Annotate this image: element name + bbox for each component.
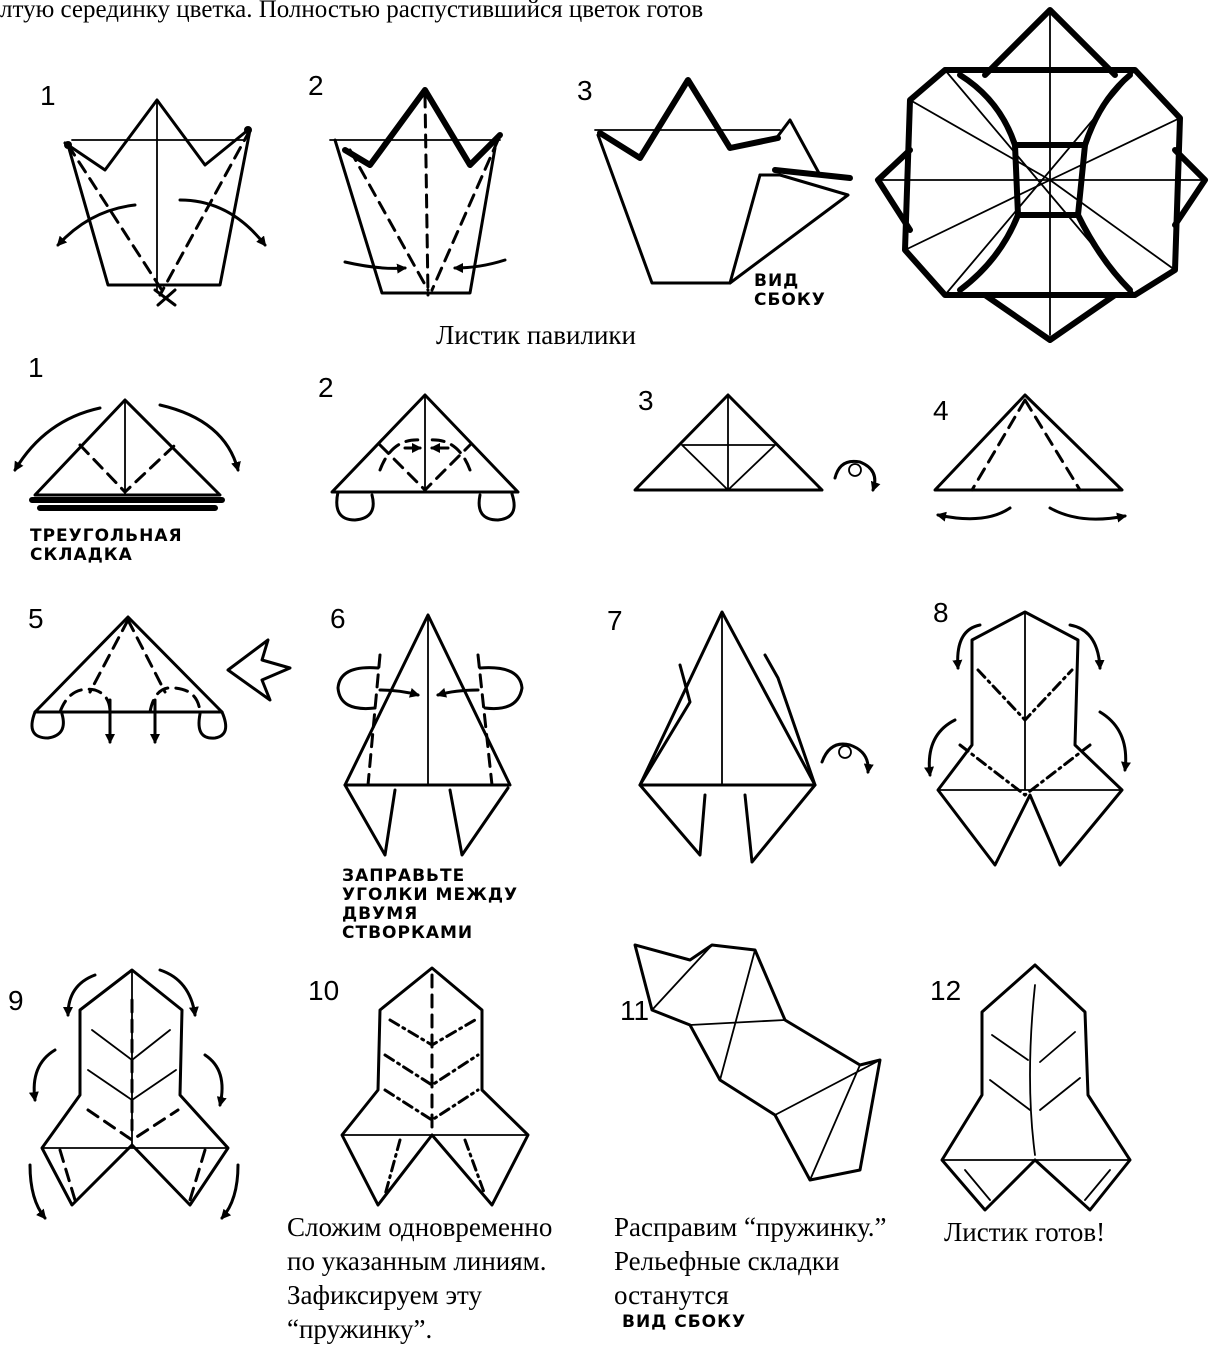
leaf-step-number-11: 11 [620,995,649,1027]
leaf-step-number-5: 5 [28,603,44,635]
leaf-step-number-9: 9 [8,985,24,1017]
caption-fold-line-3: Зафиксируем эту [287,1278,552,1312]
caption-fold-line-1: Сложим одновременно [287,1210,552,1244]
flower-step-number-1: 1 [40,80,56,112]
note-triangle-fold-line-2: СКЛАДКА [30,546,183,565]
leaf-step-5-drawing [32,617,290,742]
note-tuck-corners-line-1: ЗАПРАВЬТЕ [342,867,518,886]
note-triangle-fold-line-1: ТРЕУГОЛЬНАЯ [30,527,183,546]
flower-step-2-drawing [330,90,505,295]
leaf-step-number-2: 2 [318,372,334,404]
leaf-step-number-3: 3 [638,385,654,417]
note-tuck-corners-line-2: УГОЛКИ МЕЖДУ [342,886,518,905]
caption-fold-simultaneously: Сложим одновременно по указанным линиям.… [287,1210,552,1346]
leaf-step-8-drawing [929,612,1125,865]
note-triangle-fold: ТРЕУГОЛЬНАЯ СКЛАДКА [30,527,183,565]
flower-side-view-line-2: СБОКУ [754,291,826,310]
leaf-step-10-drawing [342,968,528,1205]
leaf-step-4-drawing [935,395,1125,519]
note-tuck-corners: ЗАПРАВЬТЕ УГОЛКИ МЕЖДУ ДВУМЯ СТВОРКАМИ [342,867,518,943]
leaf-step-number-7: 7 [607,605,623,637]
flower-step-3-drawing [595,80,850,283]
note-tuck-corners-line-3: ДВУМЯ [342,905,518,924]
leaf-step-number-4: 4 [933,395,949,427]
leaf-step-12-drawing [942,965,1130,1210]
caption-unfold-line-3: останутся [614,1278,887,1312]
leaf-step-number-8: 8 [933,597,949,629]
caption-leaf-ready: Листик готов! [944,1215,1105,1249]
leaf-step-11-drawing [635,945,880,1180]
leaf-step-number-1: 1 [28,352,44,384]
note-side-view: ВИД СБОКУ [622,1313,746,1332]
leaf-step-2-drawing [332,395,518,520]
leaf-step-number-6: 6 [330,603,346,635]
note-tuck-corners-line-4: СТВОРКАМИ [342,924,518,943]
leaf-step-6-drawing [338,615,522,855]
leaf-step-number-12: 12 [930,975,961,1007]
caption-unfold-spring: Расправим “пружинку.” Рельефные складки … [614,1210,887,1312]
caption-fold-line-2: по указанным линиям. [287,1244,552,1278]
leaf-step-9-drawing [30,970,238,1218]
caption-fold-line-4: “пружинку”. [287,1312,552,1346]
flower-step-number-2: 2 [308,70,324,102]
flower-side-view-line-1: ВИД [754,272,826,291]
flower-side-view-note: ВИД СБОКУ [754,272,826,310]
caption-unfold-line-1: Расправим “пружинку.” [614,1210,887,1244]
intro-text: лтую серединку цветка. Полностью распуст… [0,0,703,24]
section-title: Листик павилики [436,320,636,351]
flower-step-1-drawing [58,100,265,305]
leaf-step-7-drawing [640,612,868,862]
leaf-step-1-drawing [15,400,238,508]
caption-unfold-line-2: Рельефные складки [614,1244,887,1278]
leaf-step-number-10: 10 [308,975,339,1007]
leaf-step-3-drawing [635,395,875,490]
flower-step-number-3: 3 [577,75,593,107]
finished-flower-drawing [878,10,1205,340]
